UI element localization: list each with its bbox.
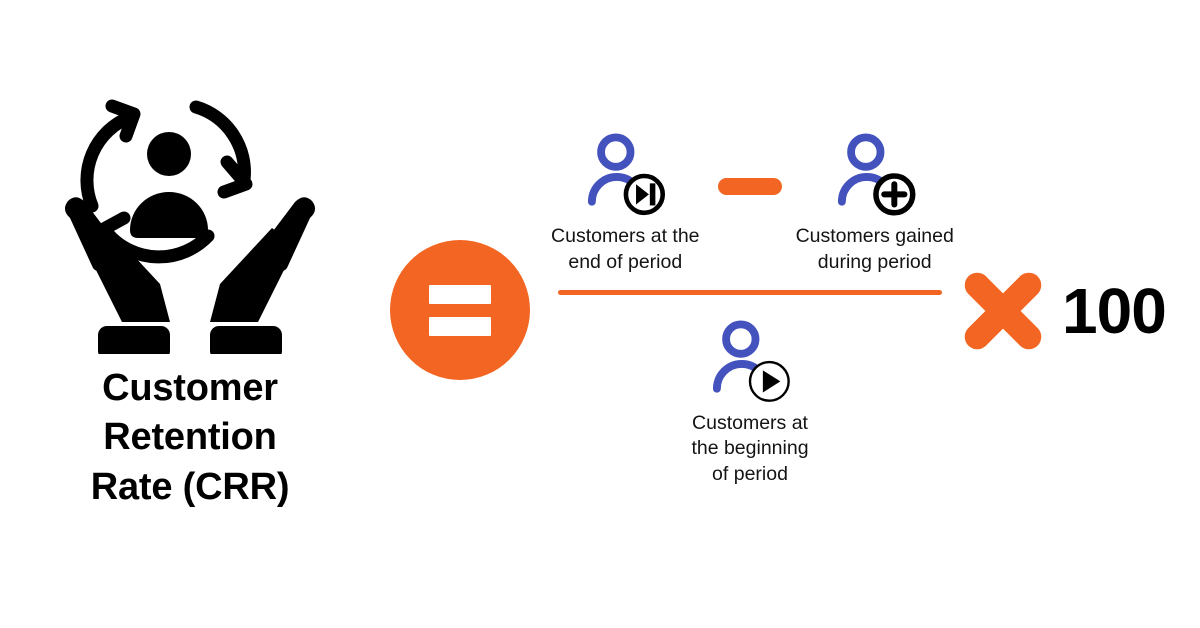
multiply-sign-icon [964, 272, 1042, 350]
fraction-numerator: Customers at the end of period [540, 130, 960, 275]
person-plus-icon [837, 133, 916, 216]
label-line-1: Customers at [692, 411, 808, 434]
equals-sign-block [380, 0, 540, 628]
denominator-term-label: Customers at the beginning of period [691, 411, 808, 488]
equals-bar-bottom [429, 316, 491, 336]
label-line-2: during period [817, 250, 932, 273]
numerator-term-gained: Customers gained during period [789, 130, 960, 275]
label-line-2: end of period [568, 250, 683, 273]
denominator-term-beginning-of-period: Customers at the beginning of period [635, 317, 865, 488]
label-line-1: Customers at the [551, 225, 700, 248]
label-line-3: of period [712, 463, 788, 486]
metric-identity-block: Customer Retention Rate (CRR) [0, 0, 380, 628]
fraction-divider-line [558, 289, 942, 295]
numerator-term-end-of-period: Customers at the end of period [540, 130, 711, 275]
numerator-term-end-of-period-label: Customers at the end of period [551, 224, 699, 275]
equals-sign-icon [390, 240, 530, 380]
minus-sign-icon [717, 178, 782, 196]
multiplier-value: 100 [1062, 275, 1167, 347]
fraction-denominator: Customers at the beginning of period [540, 317, 960, 488]
multiplier-block: 100 [960, 0, 1200, 625]
metric-title-line-3: Rate (CRR) [90, 465, 290, 508]
person-skip-to-end-icon [588, 133, 666, 216]
minus-operator-wrap [711, 130, 790, 196]
person-play-start-icon [712, 320, 790, 402]
metric-title-line-1: Customer [102, 367, 278, 409]
metric-title: Customer Retention Rate (CRR) [20, 364, 360, 512]
label-line-1: Customers gained [795, 225, 954, 248]
numerator-term-gained-label: Customers gained during period [796, 224, 954, 275]
metric-title-line-2: Retention [103, 416, 277, 459]
equals-bar-top [429, 284, 491, 304]
label-line-2: the beginning [691, 437, 809, 460]
formula-fraction: Customers at the end of period [540, 0, 960, 623]
hands-holding-customer-retention-icon [64, 99, 316, 354]
